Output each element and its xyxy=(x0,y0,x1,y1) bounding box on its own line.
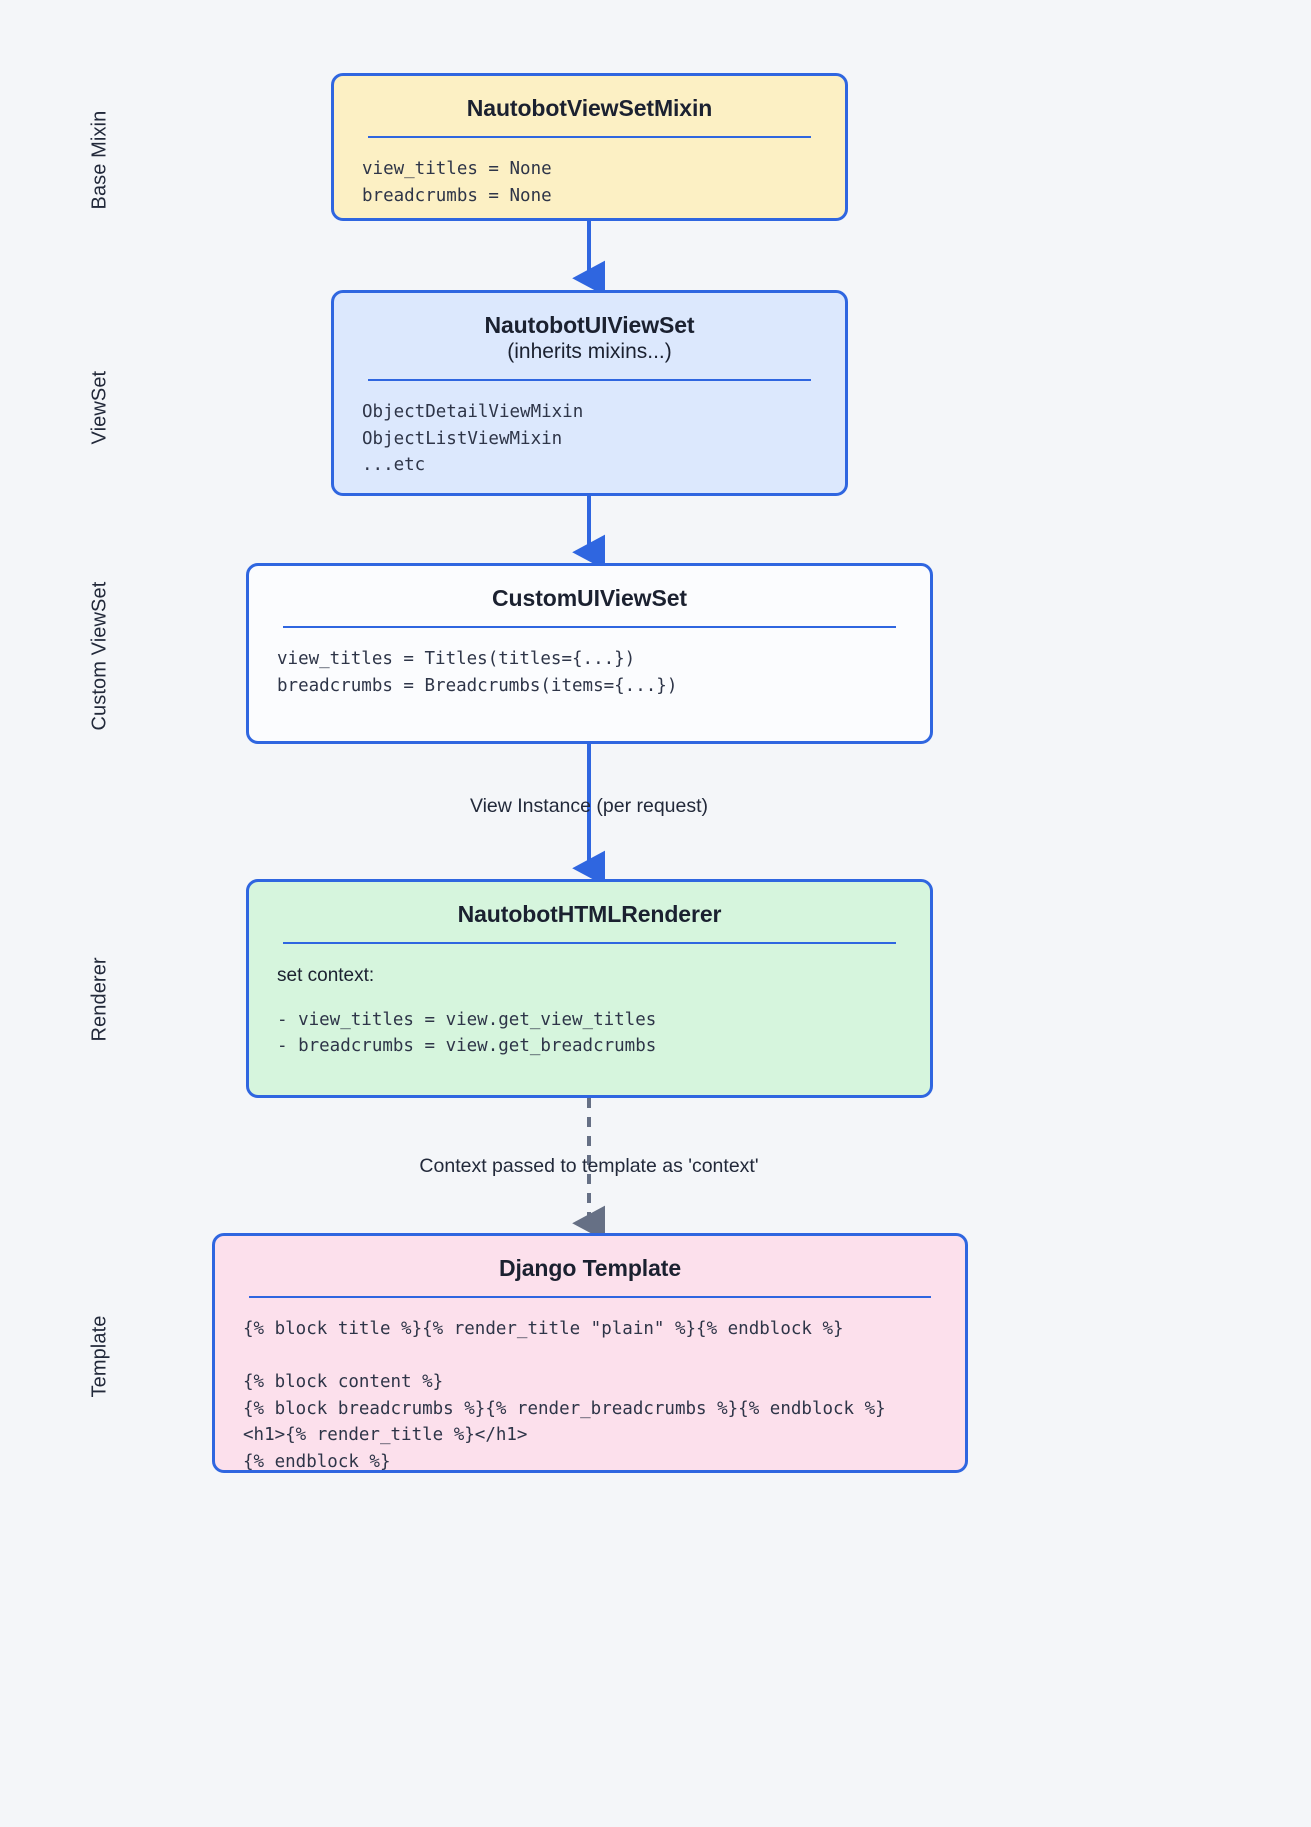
node-code-line: {% block content %} xyxy=(243,1372,444,1393)
node-code-line: view_titles = None xyxy=(362,159,552,180)
node-code-line: ObjectDetailViewMixin xyxy=(362,402,584,423)
lane-label-text: Renderer xyxy=(88,957,111,1042)
lane-label-template: Template xyxy=(89,1292,112,1398)
edge-label-view-instance: View Instance (per request) xyxy=(0,795,1178,818)
node-title: Django Template xyxy=(498,1255,682,1281)
node-code-line: ObjectListViewMixin xyxy=(362,428,563,449)
node-code-line: breadcrumbs = Breadcrumbs(items={...}) xyxy=(277,675,678,696)
node-nautobot-viewset-mixin[interactable]: NautobotViewSetMixin view_titles = None … xyxy=(331,73,848,221)
node-plain-line: set context: xyxy=(277,965,375,987)
node-code-line: <h1>{% render_title %}</h1> xyxy=(243,1425,528,1446)
node-code-line: {% block title %}{% render_title "plain"… xyxy=(243,1319,844,1340)
node-divider xyxy=(368,136,811,139)
node-code-line: view_titles = Titles(titles={...}) xyxy=(277,649,636,670)
node-code-line xyxy=(243,1343,937,1370)
node-code-line: breadcrumbs = None xyxy=(362,185,552,206)
edge-label-text: Context passed to template as 'context' xyxy=(419,1155,759,1177)
node-nautobot-html-renderer[interactable]: NautobotHTMLRenderer set context: - view… xyxy=(246,879,933,1098)
node-django-template[interactable]: Django Template {% block title %}{% rend… xyxy=(212,1233,968,1473)
node-custom-ui-viewset[interactable]: CustomUIViewSet view_titles = Titles(tit… xyxy=(246,563,933,744)
node-title: NautobotViewSetMixin xyxy=(466,95,713,121)
lane-label-text: Custom ViewSet xyxy=(88,581,111,731)
lane-label-text: Template xyxy=(88,1315,111,1398)
lane-label-base-mixin: Base Mixin xyxy=(89,90,112,210)
node-divider xyxy=(249,1296,931,1299)
node-nautobot-ui-viewset[interactable]: NautobotUIViewSet (inherits mixins...) O… xyxy=(331,290,848,496)
node-code-line: - view_titles = view.get_view_titles xyxy=(277,1009,657,1030)
lane-label-text: ViewSet xyxy=(88,370,111,445)
edge-label-text: View Instance (per request) xyxy=(469,795,709,817)
lane-label-viewset: ViewSet xyxy=(89,345,112,445)
node-title: CustomUIViewSet xyxy=(492,585,687,611)
lane-label-renderer: Renderer xyxy=(88,938,112,1042)
node-divider xyxy=(283,626,896,629)
spacer xyxy=(277,991,902,1007)
node-divider xyxy=(283,942,896,945)
edge-label-context-passed: Context passed to template as 'context' xyxy=(0,1155,1178,1178)
node-title: NautobotUIViewSet xyxy=(484,312,695,338)
node-code-line: {% block breadcrumbs %}{% render_breadcr… xyxy=(243,1398,886,1419)
lane-label-custom-viewset: Custom ViewSet xyxy=(88,581,112,731)
node-code-line: - breadcrumbs = view.get_breadcrumbs xyxy=(277,1036,657,1057)
node-code-line: {% endblock %} xyxy=(243,1452,391,1473)
node-title: NautobotHTMLRenderer xyxy=(457,901,722,927)
lane-label-text: Base Mixin xyxy=(88,110,111,210)
node-code-line: ...etc xyxy=(362,455,426,476)
node-divider xyxy=(368,379,811,382)
node-subtitle: (inherits mixins...) xyxy=(507,340,672,364)
